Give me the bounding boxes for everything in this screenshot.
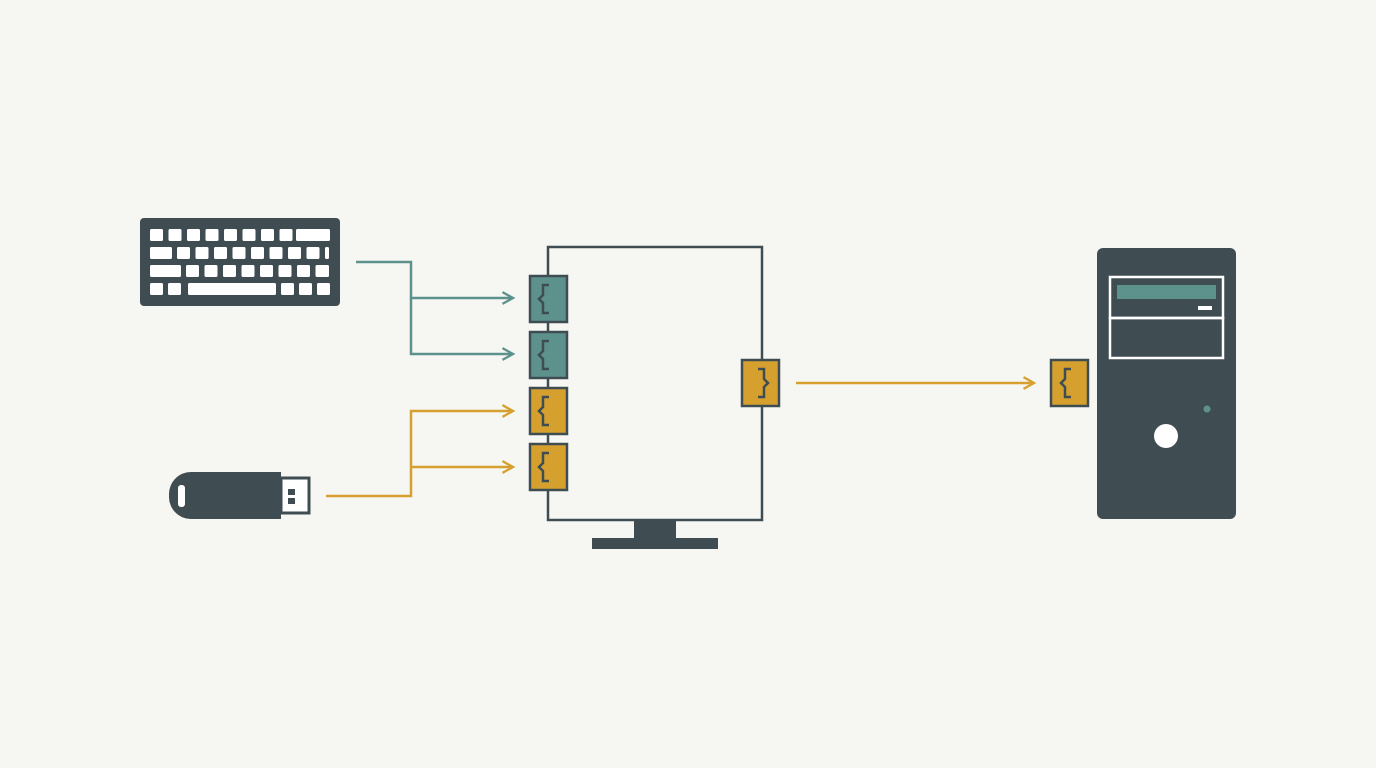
- keyboard-key: [214, 247, 227, 259]
- monitor-input-port-4: [528, 442, 569, 492]
- keyboard-key: [315, 265, 329, 277]
- usb-connectors: [326, 411, 513, 498]
- keyboard-key: [241, 265, 255, 277]
- usb-to-port-3-line: [326, 411, 513, 498]
- keyboard-to-port-1-line: [356, 260, 513, 298]
- power-button-icon: [1154, 424, 1178, 448]
- keyboard-key: [297, 265, 310, 277]
- keyboard-key: [195, 247, 209, 259]
- keyboard-key: [232, 247, 246, 259]
- monitor-input-port-1: [528, 274, 569, 324]
- tower-input-port: [1049, 358, 1090, 408]
- keyboard-key: [177, 247, 190, 259]
- usb-drive-icon: [169, 472, 311, 519]
- monitor-icon: [546, 245, 764, 549]
- monitor-input-port-3: [528, 386, 569, 436]
- keyboard-key: [306, 247, 320, 259]
- keyboard-key: [204, 265, 218, 277]
- keyboard-key: [317, 283, 330, 295]
- monitor-input-ports: [528, 274, 569, 492]
- keyboard-key: [224, 229, 237, 241]
- keyboard-key: [187, 229, 200, 241]
- keyboard-key: [205, 229, 219, 241]
- keyboard-key: [150, 229, 163, 241]
- keyboard-key: [168, 283, 181, 295]
- keyboard-key: [325, 247, 329, 259]
- keyboard-icon: [140, 218, 340, 306]
- computer-tower-icon: [1097, 248, 1236, 519]
- keyboard-key: [269, 247, 283, 259]
- keyboard-key: [150, 283, 163, 295]
- keyboard-key: [288, 247, 301, 259]
- keyboard-key: [150, 265, 181, 277]
- keyboard-key: [168, 229, 182, 241]
- keyboard-connectors: [356, 260, 513, 354]
- tower-led-icon: [1203, 405, 1211, 413]
- monitor-input-port-2: [528, 330, 569, 380]
- keyboard-key: [260, 265, 273, 277]
- keyboard-key: [278, 265, 292, 277]
- keyboard-key: [223, 265, 236, 277]
- keyboard-key: [296, 229, 330, 241]
- keyboard-key: [261, 229, 274, 241]
- keyboard-key: [281, 283, 294, 295]
- keyboard-key: [251, 247, 264, 259]
- keyboard-key: [299, 283, 312, 295]
- keyboard-key: [188, 283, 276, 295]
- keyboard-key: [279, 229, 293, 241]
- keyboard-to-port-2-line: [409, 298, 513, 354]
- keyboard-key: [242, 229, 256, 241]
- monitor-output-port: [740, 358, 781, 408]
- keyboard-key: [186, 265, 199, 277]
- keyboard-key: [150, 247, 172, 259]
